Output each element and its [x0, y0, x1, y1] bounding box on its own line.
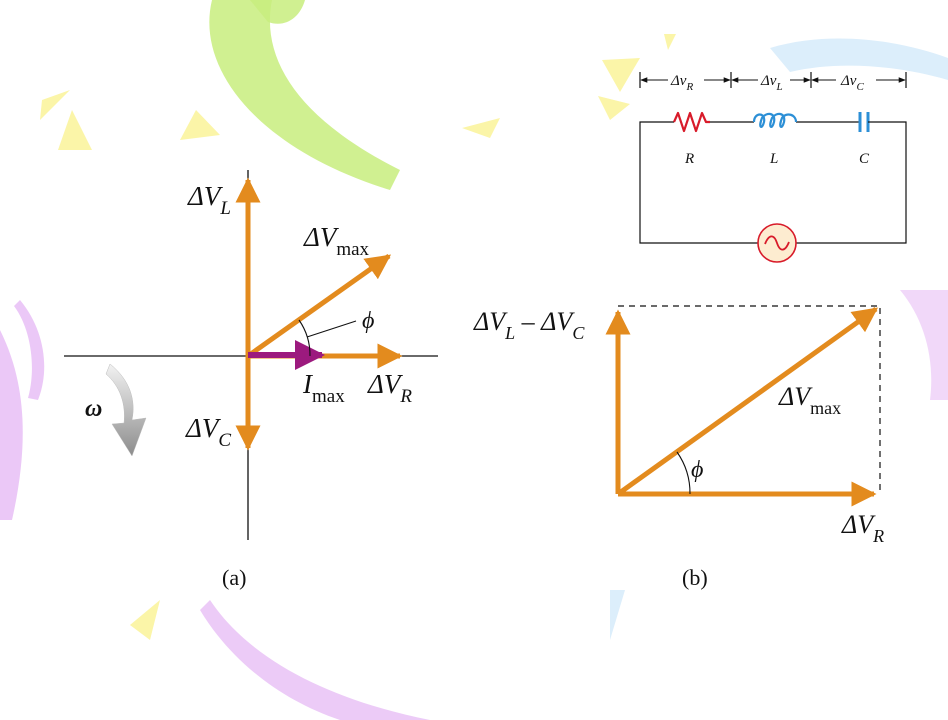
bg-purple-left — [0, 330, 23, 520]
label-phi-a: ϕ — [362, 308, 374, 334]
bg-purple-left-2 — [14, 300, 45, 400]
label-delta-vc: ΔVC — [185, 413, 231, 451]
capacitor-icon — [858, 112, 870, 132]
bg-yellow-tri-4 — [462, 118, 500, 138]
panel-a-phasor-diagram: ΔVL ΔVmax ϕ Imax ΔVR ΔVC ω (a) — [64, 170, 438, 590]
phase-angle-arc-b — [676, 451, 691, 495]
label-delta-vl-minus-vc: ΔVL – ΔVC — [473, 307, 585, 343]
bg-purple-right — [900, 290, 948, 400]
bg-yellow-tri-3 — [180, 110, 220, 140]
phi-leader-line — [306, 320, 357, 338]
label-delta-vl: ΔVL — [187, 181, 231, 219]
bg-yellow-tri-1 — [40, 90, 70, 120]
bg-yellow-tri-2 — [58, 110, 92, 150]
component-label-c: C — [859, 151, 870, 167]
dashed-rectangle — [618, 305, 881, 494]
bg-yellow-tri-7 — [664, 34, 676, 50]
bg-green-arc — [209, 0, 400, 190]
dim-label-c: ΔvC — [840, 73, 864, 93]
label-imax: Imax — [302, 369, 345, 407]
phasor-vmax-arrow-b — [616, 306, 879, 497]
caption-a: (a) — [222, 565, 246, 590]
dim-label-r: ΔvR — [670, 73, 693, 93]
component-label-l: L — [769, 151, 778, 167]
component-label-r: R — [684, 151, 694, 167]
panel-b-phasor-triangle: ΔVL – ΔVC ΔVmax ϕ ΔVR (b) — [473, 305, 884, 590]
phasor-vmax-arrow — [246, 253, 392, 359]
bg-purple-band — [200, 600, 430, 720]
label-omega: ω — [85, 396, 102, 422]
bg-yellow-tri-5 — [602, 58, 640, 92]
inductor-icon — [752, 112, 798, 128]
label-delta-vr-a: ΔVR — [367, 369, 412, 407]
resistor-icon — [672, 111, 710, 133]
phase-angle-arc-a — [298, 319, 311, 357]
caption-b: (b) — [682, 565, 708, 590]
bg-blue-arc — [770, 38, 948, 80]
label-phi-b: ϕ — [691, 457, 703, 483]
rlc-circuit-diagram: ΔvR ΔvL ΔvC R L C — [639, 72, 907, 263]
circuit-wire-left — [639, 121, 760, 244]
bg-yellow-tri-8 — [130, 600, 160, 640]
bg-blue-sliver — [610, 590, 625, 640]
ac-source-icon — [757, 223, 797, 263]
circuit-wire-right — [796, 121, 907, 244]
label-delta-vmax-a: ΔVmax — [303, 222, 370, 260]
dim-label-l: ΔvL — [760, 73, 783, 93]
label-delta-vr-b: ΔVR — [841, 510, 884, 546]
bg-yellow-tri-6 — [598, 96, 630, 120]
bg-green-small — [250, 0, 305, 24]
label-delta-vmax-b: ΔVmax — [778, 382, 841, 418]
rotation-arrow-icon — [105, 363, 147, 457]
